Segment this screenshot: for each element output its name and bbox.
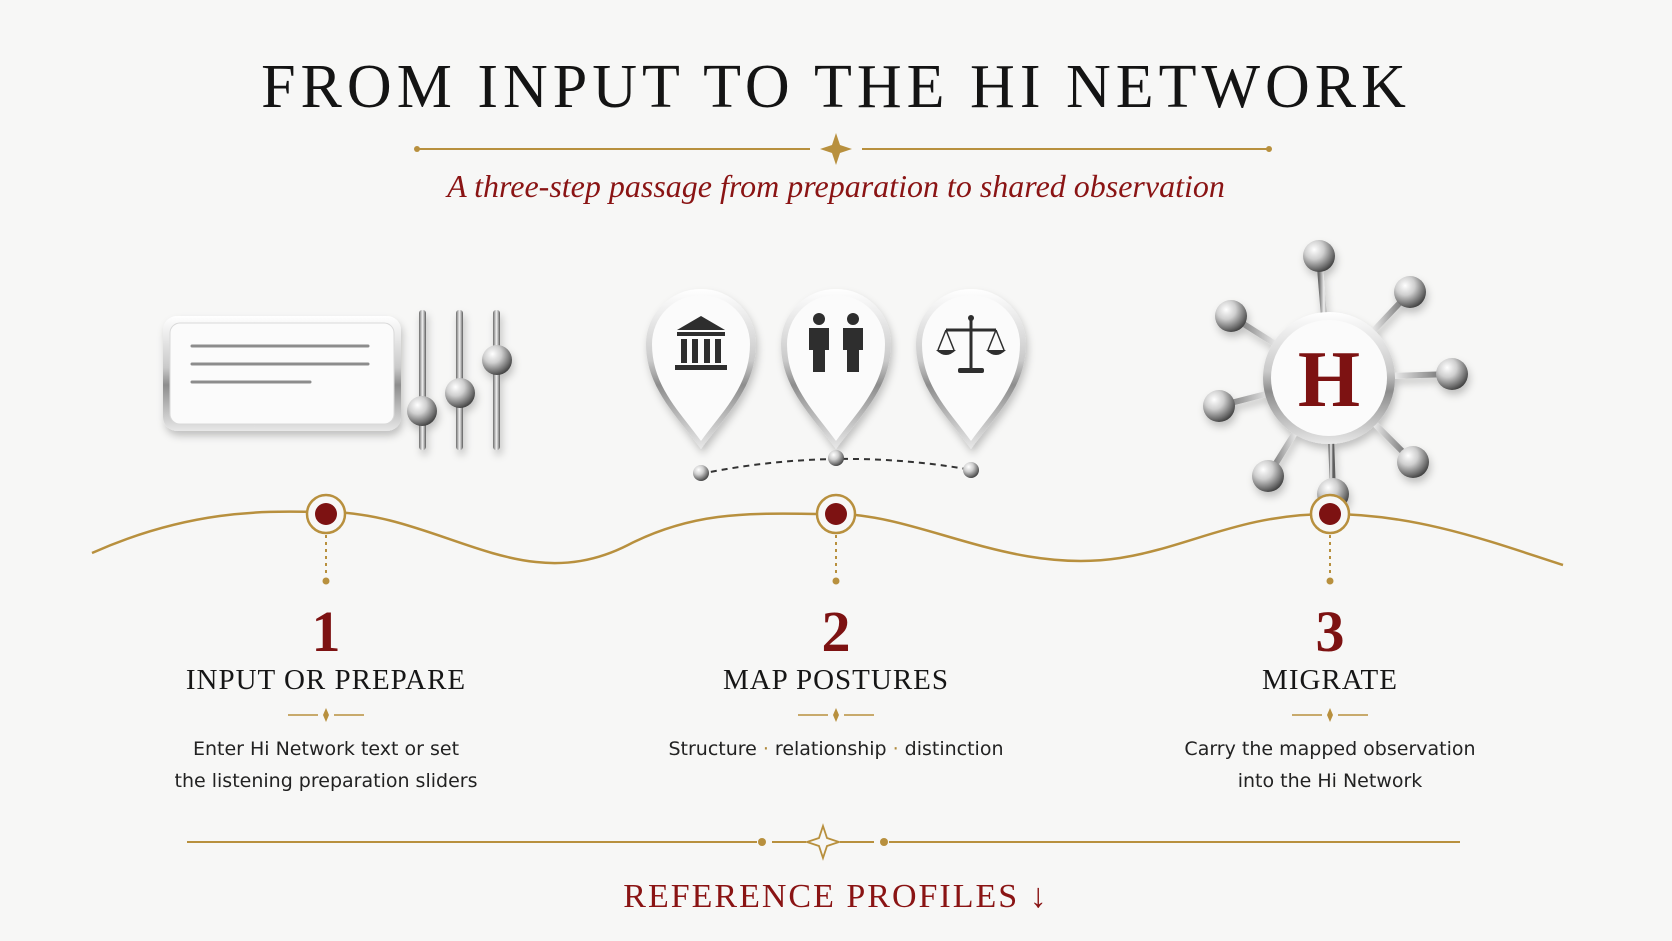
slider-icon [407,310,512,450]
step-1-description-line: Enter Hi Network text or set [192,738,460,760]
scales-pin-icon [916,289,1026,449]
step-1-number: 1 [311,599,341,664]
people-pin-icon [781,288,891,449]
step-3-description-line: into the Hi Network [1237,770,1423,792]
step-1-marker [305,493,347,585]
page-subtitle: A three-step passage from preparation to… [447,168,1225,204]
step-3-description-line: Carry the mapped observation [1184,738,1476,760]
step-3-marker [1309,493,1351,585]
separator-dot: · [892,738,899,760]
step-2-number: 2 [821,599,851,664]
institution-pin-icon [646,289,756,449]
step-1-title: INPUT OR PREPARE [185,664,467,696]
step-2-ornament [798,708,874,722]
step-1-description: Enter Hi Network text or set the listeni… [106,733,546,797]
step-1-description-line: the listening preparation sliders [174,770,478,792]
posture-structure: Structure [668,738,757,760]
page-title: FROM INPUT TO THE HI NETWORK [261,53,1411,121]
separator-dot: · [762,738,769,760]
posture-relationship: relationship [774,738,887,760]
text-input-card-icon [163,316,401,431]
reference-profiles-link[interactable]: REFERENCE PROFILES ↓ [623,878,1049,915]
step-2-description: Structure·relationship·distinction [616,733,1056,765]
posture-distinction: distinction [904,738,1004,760]
step-3-number: 3 [1315,599,1345,664]
step-2-marker [815,493,857,585]
step-1-ornament [288,708,364,722]
step-3-ornament [1292,708,1368,722]
step-3-title: MIGRATE [1262,664,1398,696]
step-2-title: MAP POSTURES [722,664,950,696]
step-3-description: Carry the mapped observation into the Hi… [1110,733,1550,797]
hub-letter: H [1298,336,1360,424]
